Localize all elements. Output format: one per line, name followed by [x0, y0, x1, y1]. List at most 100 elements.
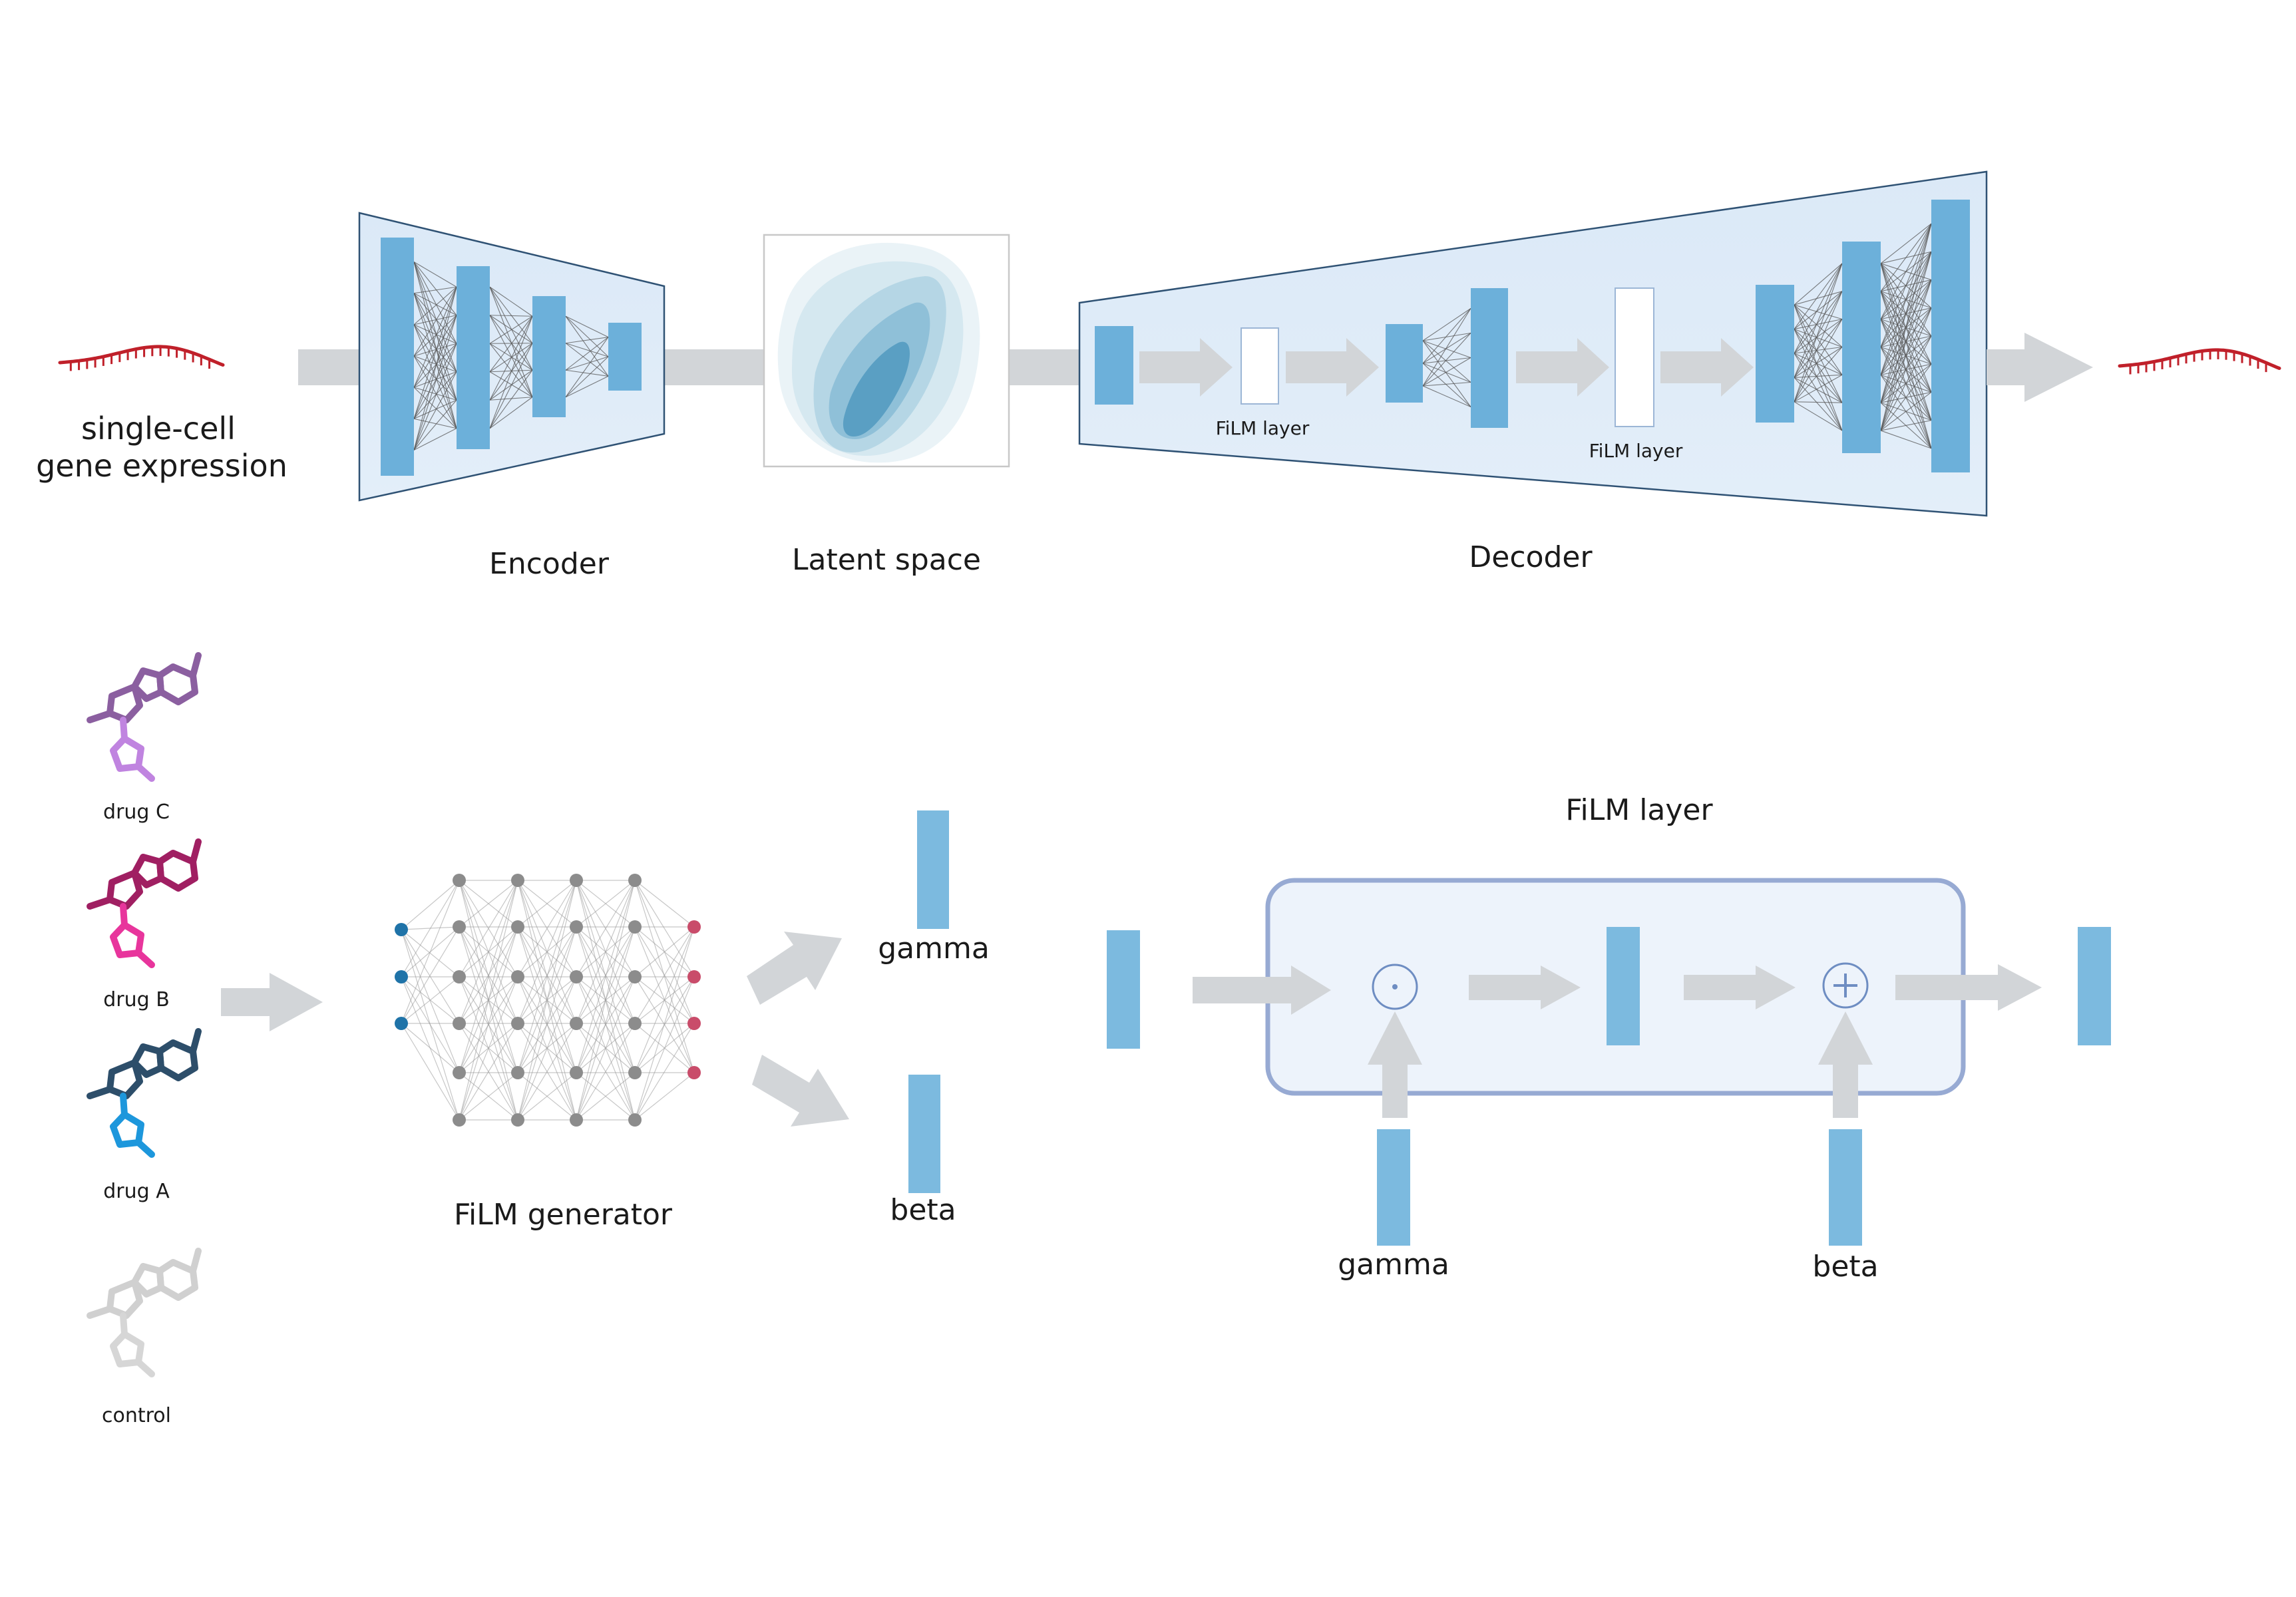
generator-node: [628, 1017, 642, 1030]
generator-node: [628, 920, 642, 934]
connection-line: [413, 399, 457, 419]
drug-c-label: drug C: [103, 800, 170, 824]
connection-line: [1794, 374, 1843, 378]
beta-up-arrow: [1818, 1011, 1873, 1118]
ring-hexagon: [156, 1259, 198, 1301]
generator-edge: [576, 880, 636, 1073]
connection-line: [1880, 392, 1932, 431]
decoder-arrow-3: [1516, 338, 1609, 397]
generator-node: [511, 970, 524, 983]
ring-hexagon: [156, 1039, 198, 1081]
connection-line: [1880, 223, 1932, 375]
generator-edge: [517, 880, 577, 977]
generator-node: [570, 1113, 583, 1127]
decoder-layer-6: [1931, 200, 1970, 472]
connection-line: [489, 397, 533, 429]
connection-line: [1422, 357, 1471, 387]
connection-line: [1422, 340, 1471, 407]
connection-line: [489, 315, 533, 344]
connection-line: [1422, 308, 1471, 387]
connection-line: [1794, 319, 1843, 403]
latent-space-plot: [763, 234, 1010, 468]
connection-line: [565, 337, 609, 371]
connection-line: [413, 324, 457, 401]
connection-line: [489, 343, 533, 371]
control-molecule-icon: [87, 1248, 202, 1377]
generator-node: [570, 970, 583, 983]
connection-line: [565, 343, 609, 357]
pipe-enc-latent: [664, 349, 764, 385]
add-icon: [1822, 962, 1869, 1009]
connection-line: [565, 343, 609, 377]
connection-line: [1794, 401, 1843, 403]
generator-edge: [401, 1023, 460, 1121]
generator-node: [395, 1017, 408, 1030]
connection-line: [413, 428, 457, 450]
film-input-vector: [1107, 930, 1140, 1049]
generator-edge: [634, 926, 695, 1024]
connection-line: [1794, 374, 1843, 403]
generator-node: [687, 1066, 701, 1079]
film-generator-network: [395, 874, 701, 1127]
connection-line: [1880, 420, 1932, 431]
connection-line: [565, 375, 609, 398]
drug-b-label: drug B: [103, 988, 170, 1011]
connection-line: [1794, 319, 1843, 378]
connection-line: [1422, 381, 1471, 387]
generator-to-beta-arrow: [752, 1055, 849, 1127]
connection-line: [1880, 223, 1932, 431]
generator-edge: [459, 880, 518, 1073]
connection-line: [413, 399, 457, 450]
bond: [135, 1359, 155, 1377]
generator-to-gamma-arrow: [747, 932, 842, 1005]
encoder-layer-4: [608, 323, 642, 391]
generator-node: [570, 920, 583, 934]
drug-a-molecule-icon: [87, 1028, 202, 1158]
bond: [190, 652, 202, 679]
connection-line: [1794, 291, 1843, 378]
generator-edge: [517, 880, 577, 1121]
bond: [135, 763, 155, 782]
connection-line: [1422, 340, 1471, 359]
generator-node: [511, 1066, 524, 1079]
generator-node: [687, 970, 701, 983]
generator-edge: [459, 976, 518, 1121]
connection-line: [1794, 329, 1843, 403]
connection-line: [413, 293, 457, 373]
rna-backbone: [58, 345, 225, 367]
connection-line: [1794, 305, 1843, 431]
generator-edge: [459, 880, 518, 928]
input-label-line-2: gene expression: [36, 448, 287, 484]
connection-line: [1794, 347, 1843, 403]
connection-line: [489, 315, 533, 371]
generator-edge: [634, 880, 695, 928]
gamma-output-label: gamma: [878, 932, 990, 966]
connection-line: [1794, 263, 1843, 402]
beta-vector: [908, 1075, 940, 1193]
connection-line: [1794, 353, 1843, 403]
bond: [87, 1086, 113, 1099]
generator-edge: [401, 929, 460, 1073]
ring-pentagon: [131, 1043, 164, 1078]
connection-line: [1794, 353, 1843, 431]
connection-line: [1794, 377, 1843, 431]
connection-line: [1422, 333, 1471, 387]
generator-edge: [459, 880, 518, 1121]
beta-output-label: beta: [890, 1193, 956, 1227]
connection-line: [489, 315, 533, 317]
connection-line: [1422, 385, 1471, 408]
connection-line: [489, 315, 533, 398]
connection-line: [413, 315, 457, 388]
connection-line: [413, 343, 457, 419]
generator-node: [687, 1017, 701, 1030]
decoder-layer-1: [1095, 326, 1133, 405]
connection-line: [413, 418, 457, 429]
generator-node: [511, 1113, 524, 1127]
generator-edge: [576, 880, 636, 977]
connection-line: [1794, 319, 1843, 330]
generator-edge: [576, 880, 636, 928]
encoder-connections: [413, 262, 609, 450]
pipe-latent-dec: [1009, 349, 1079, 385]
ring-pentagon-mid: [106, 870, 143, 910]
input-label-line-1: single-cell: [81, 411, 236, 446]
